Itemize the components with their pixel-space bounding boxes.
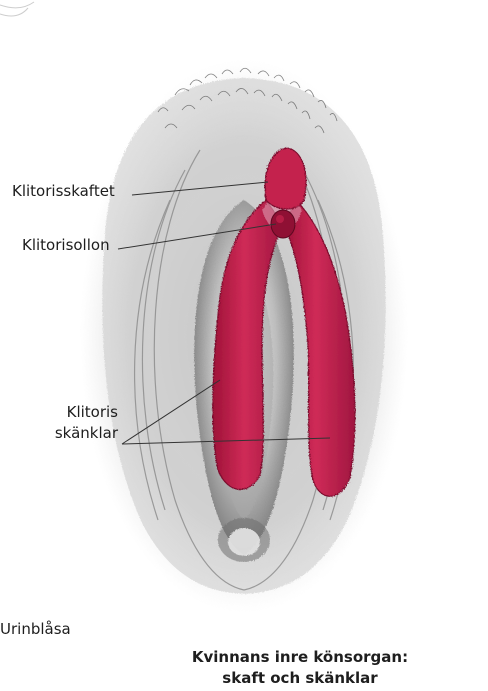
caption-line-1: Kvinnans inre könsorgan:: [150, 647, 450, 668]
label-klitoris: Klitoris: [44, 403, 118, 421]
caption-line-2: skaft och skänklar: [150, 668, 450, 689]
label-urinblasa: Urinblåsa: [0, 620, 71, 638]
figure-caption: Kvinnans inre könsorgan: skaft och skänk…: [150, 647, 450, 689]
label-klitorisskaftet: Klitorisskaftet: [12, 182, 115, 200]
corner-sketch: [0, 2, 34, 16]
label-skanklar: skänklar: [44, 424, 118, 442]
label-klitorisollon: Klitorisollon: [22, 236, 110, 254]
